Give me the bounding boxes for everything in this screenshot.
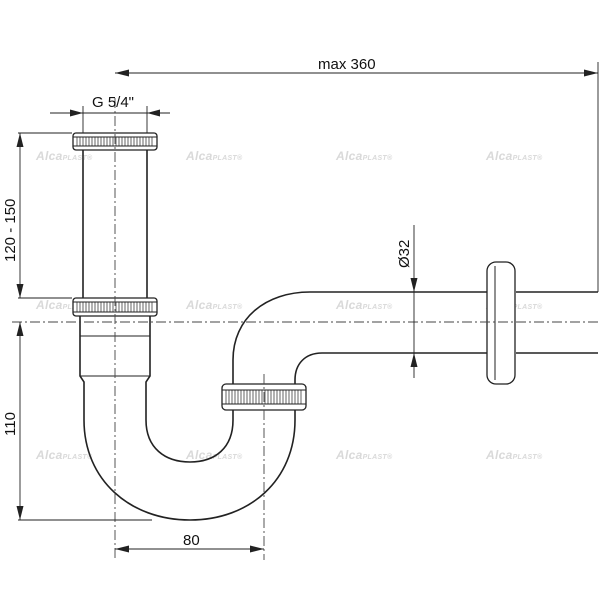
svg-text:AlcaPLAST®: AlcaPLAST® <box>485 448 543 462</box>
max-length-label: max 360 <box>318 56 376 73</box>
offset-label: 80 <box>183 532 200 549</box>
watermark: AlcaPLAST® <box>185 298 243 312</box>
dimension-height-range: 120 - 150 <box>2 132 72 299</box>
dimension-diameter: Ø32 <box>396 225 418 378</box>
dimension-offset: 80 <box>115 532 264 553</box>
svg-text:AlcaPLAST®: AlcaPLAST® <box>185 448 243 462</box>
trap-depth-label: 110 <box>2 412 19 436</box>
svg-text:AlcaPLAST®: AlcaPLAST® <box>185 298 243 312</box>
elbow-inner <box>294 352 490 384</box>
watermark: AlcaPLAST® <box>335 448 393 462</box>
watermark: AlcaPLAST® <box>485 149 543 163</box>
watermark: AlcaPLAST® <box>335 298 393 312</box>
svg-text:AlcaPLAST®: AlcaPLAST® <box>35 448 93 462</box>
svg-text:AlcaPLAST®: AlcaPLAST® <box>485 149 543 163</box>
svg-text:AlcaPLAST®: AlcaPLAST® <box>335 448 393 462</box>
watermark: AlcaPLAST® <box>335 149 393 163</box>
elbow-outer <box>232 291 490 384</box>
center-lines <box>12 98 598 560</box>
wall-rosette <box>486 261 516 385</box>
svg-text:AlcaPLAST®: AlcaPLAST® <box>335 298 393 312</box>
u-bend-outer <box>83 394 296 521</box>
lower-sleeve <box>79 316 151 394</box>
thread-label: G 5/4" <box>92 94 134 111</box>
u-bend-inner <box>145 394 234 463</box>
watermark: AlcaPLAST® <box>485 448 543 462</box>
diameter-label: Ø32 <box>396 240 413 268</box>
watermark: AlcaPLAST® <box>35 448 93 462</box>
watermark: AlcaPLAST® <box>35 149 93 163</box>
height-range-label: 120 - 150 <box>2 199 19 262</box>
watermark: AlcaPLAST® <box>185 448 243 462</box>
svg-text:AlcaPLAST®: AlcaPLAST® <box>35 149 93 163</box>
dimension-max-length: max 360 <box>115 56 599 292</box>
svg-text:AlcaPLAST®: AlcaPLAST® <box>335 149 393 163</box>
dimension-thread: G 5/4" <box>50 94 170 133</box>
svg-text:AlcaPLAST®: AlcaPLAST® <box>185 149 243 163</box>
dimension-trap-depth: 110 <box>2 322 152 521</box>
siphon-body <box>79 148 598 521</box>
watermark: AlcaPLAST® <box>185 149 243 163</box>
